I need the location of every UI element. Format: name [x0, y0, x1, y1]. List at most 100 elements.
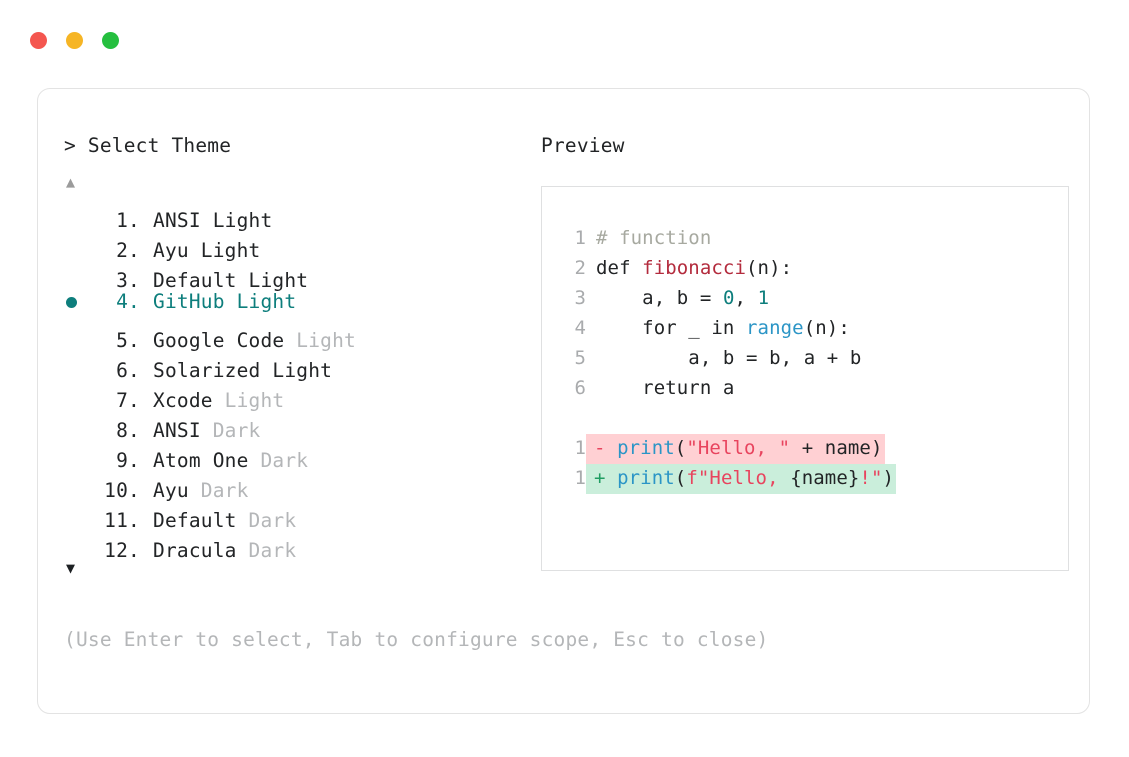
- code-token: range: [746, 317, 804, 339]
- code-line-number: 4: [574, 317, 586, 339]
- selection-bullet-cell: [64, 257, 94, 287]
- code-token: {name}: [790, 467, 860, 489]
- theme-item-name: GitHub: [153, 290, 225, 313]
- code-line-text: a, b = b, a + b: [586, 343, 861, 373]
- code-line-text: a, b = 0, 1: [586, 283, 769, 313]
- close-dot[interactable]: [30, 32, 47, 49]
- theme-list-item[interactable]: 10. Ayu Dark: [64, 467, 534, 502]
- selection-bullet-cell: [64, 347, 94, 377]
- theme-item-label: ANSI Dark: [140, 416, 260, 446]
- code-line-text: # function: [586, 223, 711, 253]
- code-token: for _ in: [596, 317, 747, 339]
- code-token: 0: [722, 287, 735, 309]
- scroll-down-arrow-icon[interactable]: ▼: [66, 559, 76, 577]
- selected-bullet-icon: [66, 297, 77, 308]
- code-line-text: def fibonacci(n):: [586, 253, 792, 283]
- theme-list-item[interactable]: 9.Atom One Dark: [64, 437, 534, 472]
- selection-bullet-cell: [64, 437, 94, 467]
- theme-list-item[interactable]: 11.Default Dark: [64, 497, 534, 532]
- diff-line-del: 1- print("Hello, " + name): [542, 433, 1068, 464]
- theme-item-variant: Light: [224, 389, 285, 412]
- theme-item-label: Xcode Light: [140, 386, 284, 416]
- code-token: def: [596, 257, 643, 279]
- theme-item-space: [237, 539, 249, 562]
- code-token: (n):: [746, 257, 793, 279]
- theme-list-item[interactable]: 4.GitHub Light: [64, 287, 534, 317]
- code-line: 6 return a: [542, 373, 1068, 403]
- theme-item-space: [189, 239, 201, 262]
- code-token: (: [674, 437, 687, 459]
- theme-list-item[interactable]: 3.Default Light: [64, 257, 534, 292]
- theme-item-name: Ayu: [153, 479, 189, 502]
- code-token: 1: [757, 287, 770, 309]
- selection-bullet-cell: [64, 317, 94, 347]
- code-token: # function: [596, 227, 712, 249]
- code-token: a, b =: [596, 287, 723, 309]
- code-line-text: return a: [586, 373, 734, 403]
- code-gap: [542, 403, 1068, 433]
- theme-item-name: Google Code: [153, 329, 285, 352]
- theme-item-variant: Dark: [200, 479, 249, 502]
- selection-bullet-cell: [64, 197, 94, 227]
- code-line-number: 1: [574, 227, 586, 249]
- diff-highlight: - print("Hello, " + name): [586, 434, 885, 464]
- theme-item-label: GitHub Light: [140, 287, 296, 317]
- maximize-dot[interactable]: [102, 32, 119, 49]
- scroll-up-arrow-icon[interactable]: ▲: [66, 173, 76, 191]
- code-token: return a: [596, 377, 735, 399]
- theme-item-label: Default Dark: [140, 506, 296, 536]
- prompt-caret-icon: >: [64, 134, 76, 157]
- code-line-number: 6: [574, 377, 586, 399]
- theme-item-label: Ayu Dark: [140, 476, 249, 506]
- diff-line-number: 1: [574, 467, 586, 489]
- theme-item-variant: Light: [212, 209, 273, 232]
- theme-item-space: [225, 290, 237, 313]
- theme-item-name: ANSI: [153, 419, 201, 442]
- theme-item-variant: Light: [236, 290, 297, 313]
- diff-highlight: + print(f"Hello, {name}!"): [586, 464, 897, 494]
- theme-item-variant: Dark: [248, 509, 297, 532]
- theme-item-variant: Light: [272, 359, 333, 382]
- theme-list-item[interactable]: 7.Xcode Light: [64, 377, 534, 412]
- theme-list-item[interactable]: 2.Ayu Light: [64, 227, 534, 262]
- theme-item-variant: Light: [296, 329, 356, 352]
- code-token: fibonacci: [642, 257, 747, 279]
- theme-list-item[interactable]: 8. ANSI Dark: [64, 407, 534, 442]
- theme-item-index: 8.: [116, 419, 140, 442]
- theme-item-space: [201, 209, 213, 232]
- theme-item-name: Solarized: [153, 359, 261, 382]
- theme-item-name: Default: [153, 269, 237, 292]
- theme-item-variant: Dark: [212, 419, 261, 442]
- theme-item-index: 4.: [116, 290, 140, 313]
- code-token: f"Hello,: [686, 467, 791, 489]
- theme-list-item[interactable]: 12.Dracula Dark: [64, 527, 534, 562]
- theme-item-label: Solarized Light: [140, 356, 332, 386]
- theme-list-item[interactable]: 6. Solarized Light: [64, 347, 534, 382]
- theme-list-item[interactable]: 5.Google Code Light: [64, 317, 534, 352]
- code-token: (: [674, 467, 687, 489]
- theme-item-variant: Dark: [248, 539, 297, 562]
- code-token: a, b = b, a + b: [596, 347, 862, 369]
- window-traffic-lights: [30, 32, 119, 49]
- theme-item-variant: Light: [200, 239, 261, 262]
- preview-title: Preview: [541, 134, 625, 157]
- minimize-dot[interactable]: [66, 32, 83, 49]
- code-token: print: [617, 437, 675, 459]
- selection-bullet-cell: [64, 527, 94, 557]
- page-title-label: [76, 134, 88, 157]
- theme-list-item[interactable]: 1.ANSI Light: [64, 197, 534, 232]
- theme-item-index: 10.: [104, 479, 140, 502]
- theme-item-name: Atom One: [153, 449, 249, 472]
- diff-line-text: + print(f"Hello, {name}!"): [586, 463, 897, 494]
- code-token: + name): [790, 437, 883, 459]
- theme-item-space: [284, 329, 296, 352]
- code-line: 1 # function: [542, 223, 1068, 253]
- theme-item-index: 6.: [116, 359, 140, 382]
- theme-item-label: Atom One Dark: [140, 446, 308, 476]
- theme-item-space: [237, 509, 249, 532]
- theme-item-space: [249, 449, 261, 472]
